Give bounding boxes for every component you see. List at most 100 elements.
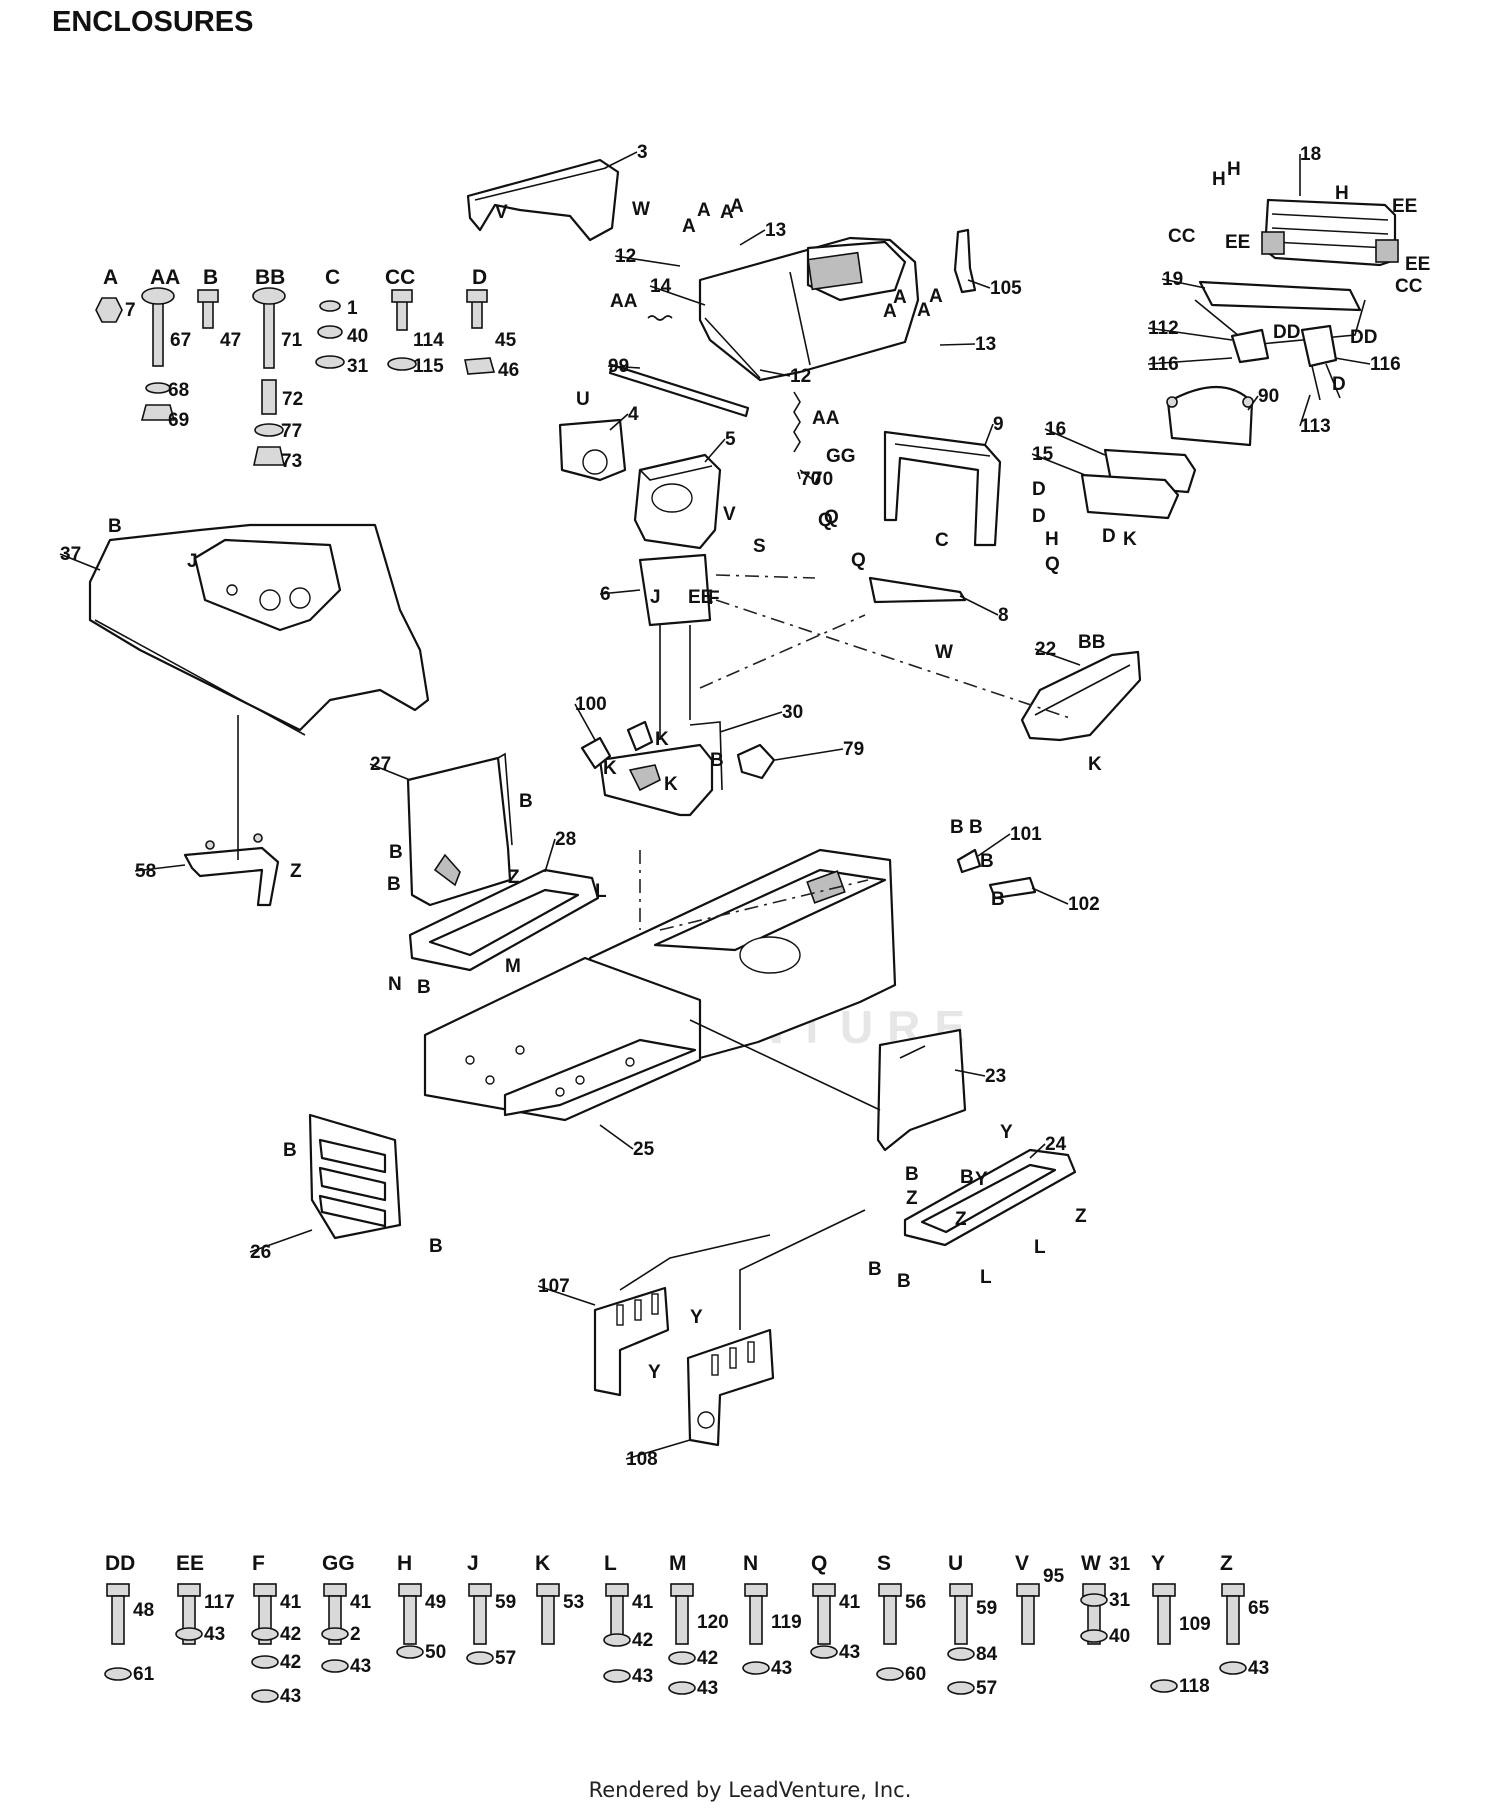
callout-c16: 16 [1045,419,1066,440]
leader-c9 [984,423,994,446]
ref-letter-aa: AA [610,291,638,312]
ref-letter-h: H [1227,159,1241,180]
callout-c12a: 12 [615,246,636,267]
ref-letter-dd: DD [1273,322,1300,343]
leader-c23 [954,1069,986,1077]
hardware-bottom-letter-v: V [1015,1552,1029,1575]
ref-letter-v: V [495,202,508,223]
ref-letter-h: H [1212,169,1226,190]
hardware-bottom-part-u-84: 84 [976,1644,998,1665]
leader-c90 [1247,395,1259,411]
part-6-bracket [638,553,712,627]
hardware-top-part-aa-69: 69 [168,410,189,431]
ref-letter-v: V [723,504,736,525]
hardware-top-letter-aa: AA [150,266,180,289]
bolt-shank-icon [675,1595,689,1645]
leader-c13a [739,229,766,246]
washer-nut-icon [1150,1679,1178,1693]
washer-nut-icon [1080,1593,1108,1607]
callout-c107: 107 [538,1276,570,1297]
ref-letter-b: B [519,791,533,812]
bolt-head-icon [253,1583,277,1597]
hardware-top-part-c-31: 31 [347,356,369,377]
ref-letter-k: K [1088,754,1102,775]
callout-c100: 100 [575,694,607,715]
hardware-bottom-part-gg-43: 43 [350,1656,371,1677]
hardware-top-part-bb-72: 72 [282,389,303,410]
hardware-top-part-cc-114: 114 [413,330,444,351]
bolt-shank-icon [883,1595,897,1645]
washer-nut-icon [668,1651,696,1665]
callout-c26: 26 [250,1242,271,1263]
ref-letter-d: D [1032,479,1046,500]
hardware-bottom-part-m-43: 43 [697,1678,718,1699]
leader-c27 [369,763,411,781]
hardware-bottom-letter-gg: GG [322,1552,355,1575]
part-37-hood [88,523,430,732]
callout-c101: 101 [1010,824,1042,845]
callout-c102: 102 [1068,894,1100,915]
ref-letter-b: B [387,874,401,895]
callout-c8: 8 [998,605,1009,626]
hardware-top-part-a-7: 7 [125,300,136,321]
leader-c101 [977,833,1011,857]
leader-c28 [544,838,556,873]
ref-letter-k: K [664,774,678,795]
hardware-top-part-aa-68: 68 [168,380,189,401]
leader-c16 [1044,428,1106,456]
ref-letter-z: Z [1075,1206,1087,1227]
washer-nut-icon [104,1667,132,1681]
leader-c4 [609,413,629,431]
ref-letter-b: B [389,842,403,863]
hardware-top-part-d-46: 46 [498,360,519,381]
bolt-shank-icon [403,1595,417,1645]
callout-c70b: 70 [800,469,821,490]
leader-c70b [797,471,801,480]
ref-letter-ee: EE [1392,196,1417,217]
leader-c70a [799,469,813,480]
bolt-head-icon [398,1583,422,1597]
bolt-head-icon [106,1583,130,1597]
ref-letter-z: Z [290,861,302,882]
bolt-head-icon [1016,1583,1040,1597]
washer-nut-icon [175,1627,203,1641]
hardware-top-part-bb-71: 71 [281,330,303,351]
leader-c15 [1031,453,1086,476]
hardware-bottom-part-l-41: 41 [632,1592,654,1613]
callout-c23: 23 [985,1066,1006,1087]
leader-c24 [1029,1143,1046,1159]
leader-c14 [649,285,706,306]
bolt-shank-icon [1021,1595,1035,1645]
washer-nut-icon [321,1659,349,1673]
hardware-bottom-part-gg-2: 2 [350,1624,361,1645]
callout-c28: 28 [555,829,576,850]
hardware-bottom-part-m-120: 120 [697,1612,729,1633]
hardware-bottom-part-w-31: 31 [1109,1554,1131,1575]
hardware-bottom-part-j-59: 59 [495,1592,516,1613]
leader-c102 [1031,887,1069,905]
hardware-bottom-part-f-41: 41 [280,1592,302,1613]
hardware-bottom-part-k-53: 53 [563,1592,584,1613]
bolt-head-icon [536,1583,560,1597]
footer-credit: Rendered by LeadVenture, Inc. [588,1778,912,1802]
ref-letter-a: A [720,202,734,223]
ref-letter-k: K [655,729,669,750]
callout-c25: 25 [633,1139,655,1160]
callout-c13b: 13 [975,334,996,355]
hardware-bottom-letter-k: K [535,1552,550,1575]
hardware-top-part-bb-77: 77 [281,421,302,442]
ref-letter-b: B [108,516,122,537]
hardware-bottom-part-f-43: 43 [280,1686,301,1707]
ref-letter-b: B [969,817,983,838]
ref-letter-b: B [991,889,1005,910]
ref-letter-q: Q [851,550,866,571]
ref-letter-z: Z [906,1188,918,1209]
leader-c116b [1334,357,1371,365]
callout-c116a: 116 [1148,354,1179,375]
washer-nut-icon [947,1647,975,1661]
leader-c5 [704,438,726,463]
hardware-bottom-part-w-31: 31 [1109,1590,1131,1611]
callout-c90: 90 [1258,386,1279,407]
callout-c113: 113 [1300,416,1331,437]
ref-letter-b: B [897,1271,911,1292]
